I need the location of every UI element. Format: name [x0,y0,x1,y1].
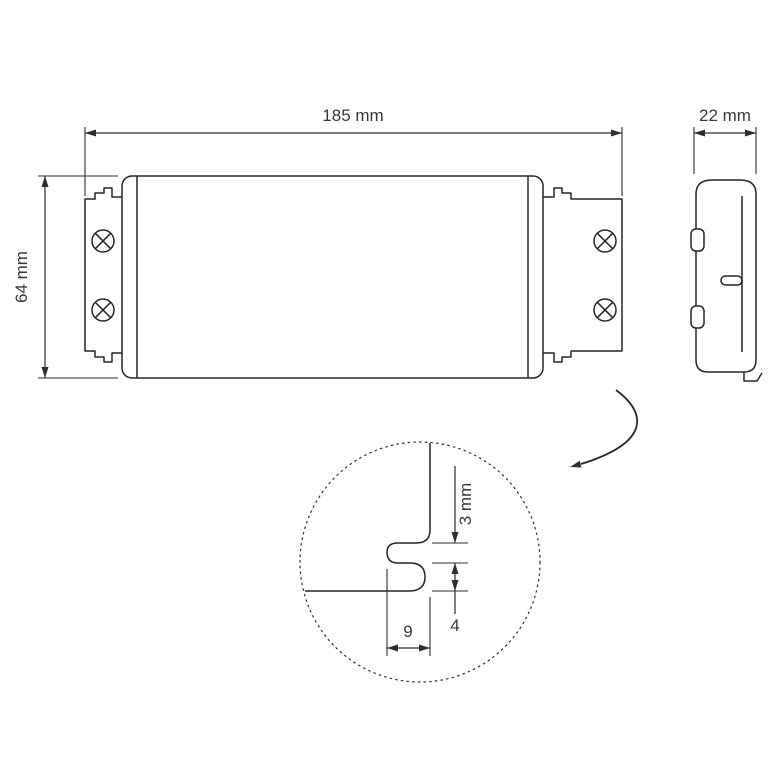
screw-top-left [91,229,115,253]
screw-head [593,229,617,253]
enclosure-body [121,175,544,379]
mounting-clip-top [690,228,705,252]
detail-leader-curve [580,389,639,465]
dimension-depth-label: 22 mm [699,106,751,125]
dimension-depth-arrow-left [694,129,705,137]
screw-slot [596,301,614,319]
screw-slot [596,232,614,250]
dimension-width: 185 mm [84,106,623,196]
dimension-slot-width-label: 9 [403,622,412,641]
screw-head [91,229,115,253]
dimension-depth: 22 mm [693,106,757,174]
dimension-height-arrow-top [41,176,49,187]
dimension-height-label: 64 mm [12,251,31,303]
dimension-slot-width-arrow-right [419,644,430,652]
dimension-gap: 4 [450,563,460,635]
front-view [84,175,623,379]
dimension-lip: 3 mm [451,466,475,543]
detail-view: 3 mm 4 9 [299,441,541,683]
dimension-slot-width: 9 [386,569,431,656]
dimension-gap-arrow-top [451,563,459,574]
dimension-depth-arrow-right [745,129,756,137]
mounting-clip-bottom [690,305,705,329]
side-slot [720,275,743,286]
dimension-gap-label: 4 [450,616,459,635]
screw-head [91,298,115,322]
screw-top-right [593,229,617,253]
screw-bottom-left [91,298,115,322]
dimension-slot-width-arrow-left [387,644,398,652]
screw-bottom-right [593,298,617,322]
right-mounting-ear [535,187,623,363]
side-view [690,179,763,382]
screw-slot [94,232,112,250]
dimension-width-label: 185 mm [322,106,383,125]
dimension-height-arrow-bottom [41,367,49,378]
detail-circle [299,441,541,683]
dimension-lip-label: 3 mm [456,483,475,526]
detail-leader-arrowhead [570,460,582,468]
dimension-width-arrow-left [85,129,96,137]
side-bottom-hook [743,372,763,382]
dimension-lip-arrow [451,532,459,543]
screw-slot [94,301,112,319]
detail-profile [305,443,431,592]
dimension-gap-arrow-bottom [451,580,459,591]
dimension-height: 64 mm [12,175,118,379]
screw-head [593,298,617,322]
detail-leader [570,389,639,468]
dimension-width-arrow-right [611,129,622,137]
